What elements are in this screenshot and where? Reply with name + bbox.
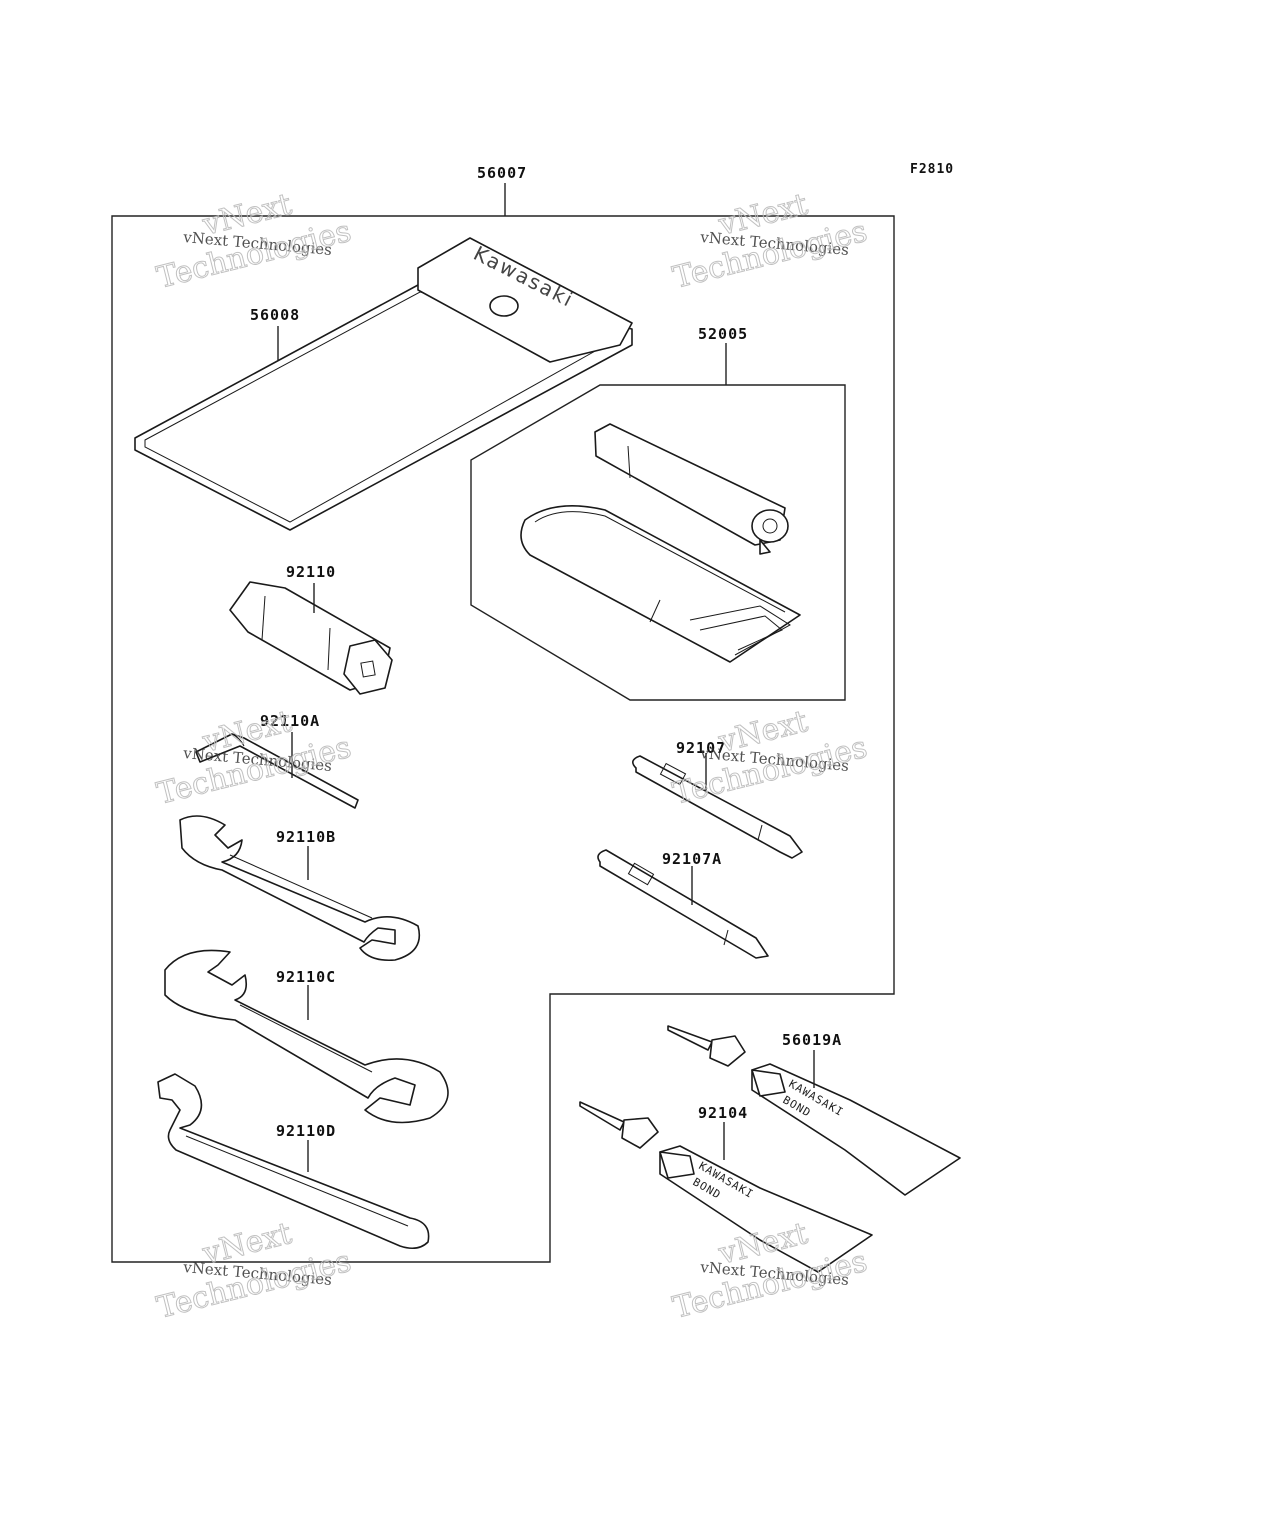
patch-tube-52005 [594,423,789,555]
hex-key-92110A [195,733,359,809]
watermark-mid-right: vNext vNext Technologies Technologies [669,704,871,813]
screwdriver-92107 [632,755,803,859]
label-52005: 52005 [698,325,748,343]
label-92107A: 92107A [662,850,722,868]
bond-tube-56019A: KAWASAKI BOND [667,1025,961,1196]
socket-wrench-92110 [229,581,393,695]
wrench-92110B [179,815,420,962]
subkit-outline-52005 [470,384,846,701]
hook-wrench-92110D [157,1073,430,1250]
toolkit-outline [111,215,895,1263]
watermark-top-right: vNext vNext Technologies Technologies [669,187,871,297]
label-92104: 92104 [698,1104,748,1122]
wrench-92110C [164,949,449,1124]
watermark-bottom-right: vNext vNext Technologies Technologies [669,1216,871,1327]
label-56008: 56008 [250,306,300,324]
watermark-top-left: vNext vNext Technologies Technologies [153,187,355,297]
screwdriver-92107A [597,849,769,959]
repair-bag-52005 [520,505,801,663]
label-92110C: 92110C [276,968,336,986]
watermark-mid-left: vNext vNext Technologies Technologies [153,704,355,813]
label-92110B: 92110B [276,828,336,846]
figure-code: F2810 [910,162,954,177]
label-56007: 56007 [477,164,527,182]
label-92110: 92110 [286,563,336,581]
label-92110A: 92110A [260,712,320,730]
label-92107: 92107 [676,739,726,757]
label-56019A: 56019A [782,1031,842,1049]
label-92110D: 92110D [276,1122,336,1140]
watermark-bottom-left: vNext vNext Technologies Technologies [153,1216,355,1327]
